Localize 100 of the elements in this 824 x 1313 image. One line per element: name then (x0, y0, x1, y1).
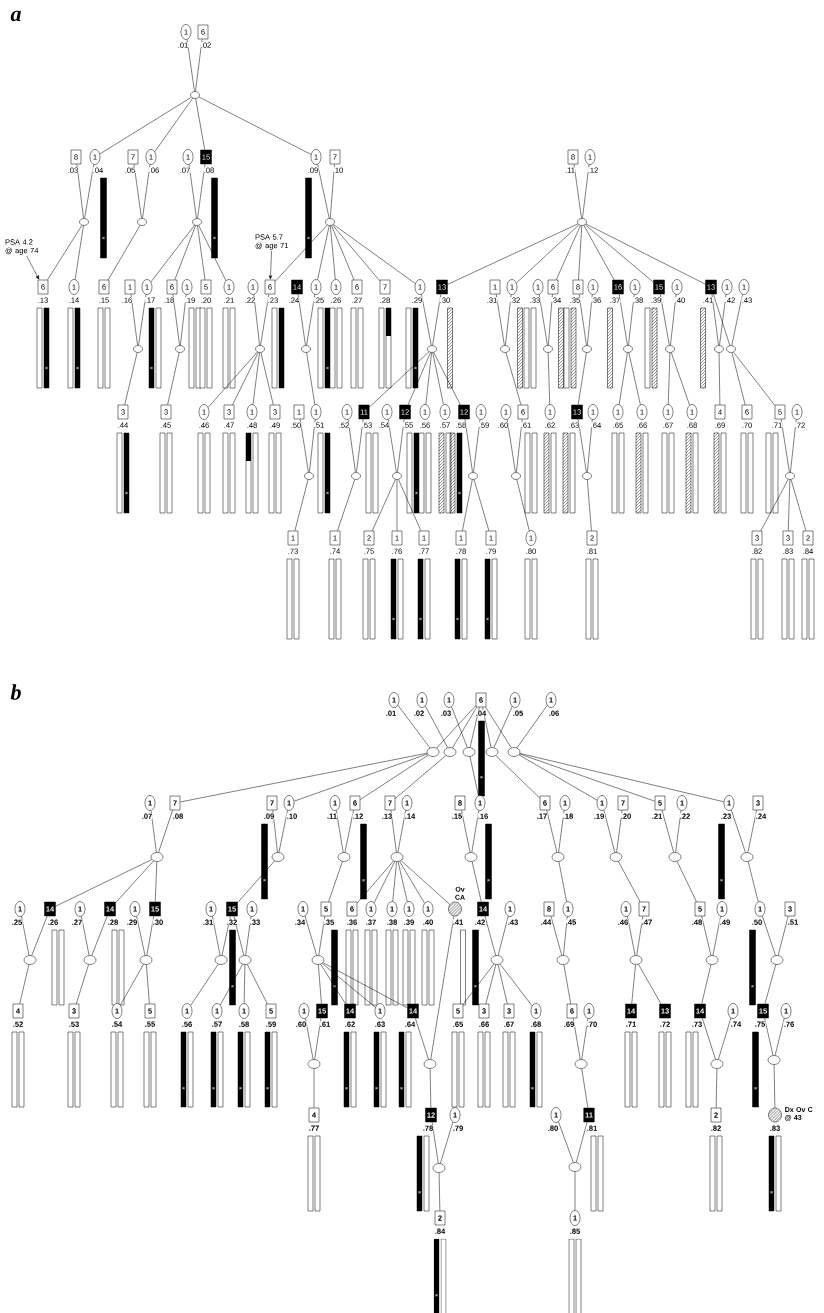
pedigree-line (336, 810, 344, 853)
pedigree-line (505, 294, 512, 346)
pedigree-line (451, 706, 468, 748)
pedigree-line (473, 479, 490, 531)
pedigree-line (278, 810, 288, 853)
mating-node (427, 345, 437, 353)
pedigree-line (482, 707, 492, 748)
mating-node (705, 955, 719, 965)
pedigree-line (519, 753, 655, 802)
pedigree-line (469, 707, 480, 748)
pedigree-line (430, 915, 455, 1060)
mating-node (79, 218, 89, 226)
mating-node (511, 472, 521, 480)
pedigree-line (715, 1068, 718, 1108)
mating-node (623, 345, 633, 353)
pedigree-line (587, 294, 593, 346)
pedigree-line (747, 861, 759, 902)
pedigree-line (124, 352, 138, 405)
pedigree-line (558, 861, 567, 902)
pedigree-line (762, 915, 776, 956)
leader-arrow (26, 255, 40, 280)
pedigree-line (547, 352, 550, 405)
pedigree-line (415, 1018, 429, 1060)
pedigree-line (671, 352, 690, 406)
pedigree-line (760, 479, 789, 531)
pedigree-line (333, 224, 416, 284)
mating-node (137, 218, 147, 226)
pedigree-line (764, 964, 776, 1004)
pedigree-line (330, 225, 336, 280)
mating-node (507, 747, 521, 757)
pedigree-line (272, 810, 278, 853)
pedigree-line (471, 861, 482, 902)
pedigree-line (587, 479, 592, 531)
pedigree-line (497, 964, 508, 1004)
pedigree-line (618, 352, 628, 405)
pedigree-line (582, 164, 590, 219)
pedigree-line (505, 352, 522, 405)
pedigree-line (447, 223, 579, 285)
pedigree-line (155, 861, 158, 902)
pedigree-line (432, 352, 444, 405)
pedigree-line (260, 294, 270, 346)
pedigree-line (198, 225, 227, 281)
mating-node (543, 345, 553, 353)
pedigree-line (627, 916, 636, 956)
pedigree-line (332, 224, 380, 282)
mating-node (577, 218, 587, 226)
pedigree-line (154, 98, 193, 152)
pedigree-line (618, 294, 628, 346)
pedigree-line (344, 810, 354, 853)
pedigree-line (190, 964, 219, 1006)
leader-arrow (268, 250, 273, 280)
pedigree-line (421, 294, 432, 346)
pedigree-line (636, 916, 644, 956)
pedigree-line (306, 294, 316, 346)
mating-node (307, 1059, 321, 1069)
pedigree-line (433, 352, 461, 405)
panel-letter: a (10, 10, 21, 22)
pedigree-line (452, 707, 477, 748)
mating-node (665, 345, 675, 353)
pedigree-line (516, 224, 580, 284)
mating-node (432, 1163, 446, 1173)
pedigree-line (516, 419, 523, 473)
mating-node (726, 345, 736, 353)
pedigree-line (733, 351, 775, 406)
pedigree-line (245, 916, 252, 956)
pedigree-line (243, 964, 246, 1004)
mating-node (392, 472, 402, 480)
pedigree-line (237, 860, 275, 903)
pedigree-line (558, 810, 565, 853)
pedigree-line (425, 705, 448, 748)
pedigree-line (469, 756, 479, 796)
pedigree-line (195, 98, 205, 150)
pedigree-line (519, 753, 725, 803)
pedigree-line (91, 916, 108, 956)
pedigree-line (780, 419, 790, 473)
pedigree-line (440, 1121, 454, 1164)
pedigree-line (76, 964, 89, 1004)
pedigree-line (777, 916, 789, 956)
mating-node (464, 852, 478, 862)
pedigree-line (790, 479, 807, 531)
pedigree-line (233, 916, 245, 956)
pedigree-line (130, 294, 138, 346)
pedigree-line (207, 351, 258, 408)
pedigree-line (304, 915, 317, 956)
pedigree-line (407, 352, 431, 405)
pedigree-line (99, 97, 192, 155)
mating-node (714, 345, 724, 353)
pedigree-line (719, 294, 727, 346)
pedigree-line (330, 164, 335, 219)
mating-node (423, 1059, 437, 1069)
mating-node (767, 1055, 781, 1065)
pedigree-line (574, 1171, 576, 1211)
pedigree-line (616, 810, 623, 853)
mating-node (190, 91, 200, 99)
mating-node (238, 955, 252, 965)
pedigree-line (436, 705, 476, 749)
mating-node (390, 852, 404, 862)
pedigree-line (252, 352, 260, 405)
pedigree-line (74, 225, 84, 280)
pedigree-line (471, 810, 479, 853)
